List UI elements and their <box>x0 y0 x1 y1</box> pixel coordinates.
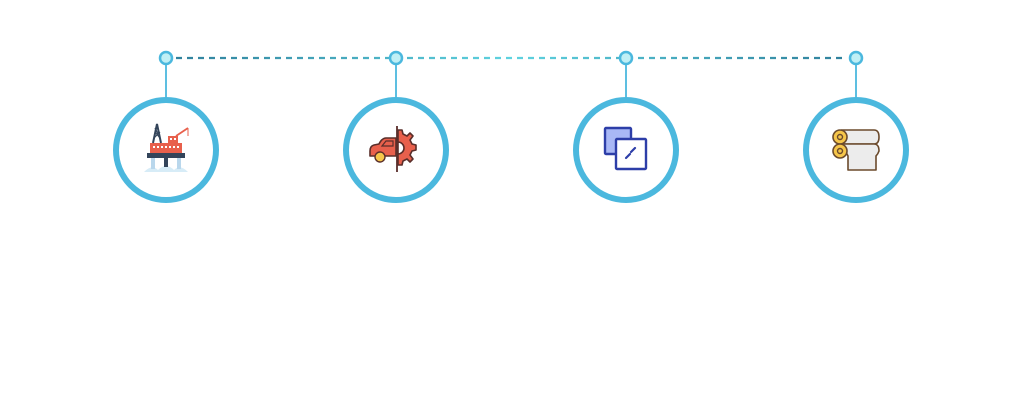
car-gear-automotive-icon <box>369 126 417 172</box>
timeline-node <box>618 50 634 66</box>
glass-panels-icon <box>603 126 648 171</box>
timeline-step <box>573 50 679 203</box>
timeline-step <box>803 50 909 203</box>
timeline-step <box>343 50 449 203</box>
timeline-node <box>848 50 864 66</box>
timeline-node <box>388 50 404 66</box>
timeline-step <box>113 50 219 203</box>
timeline-node <box>158 50 174 66</box>
offshore-oil-rig-icon <box>144 123 189 172</box>
paper-rolls-icon <box>832 129 880 171</box>
